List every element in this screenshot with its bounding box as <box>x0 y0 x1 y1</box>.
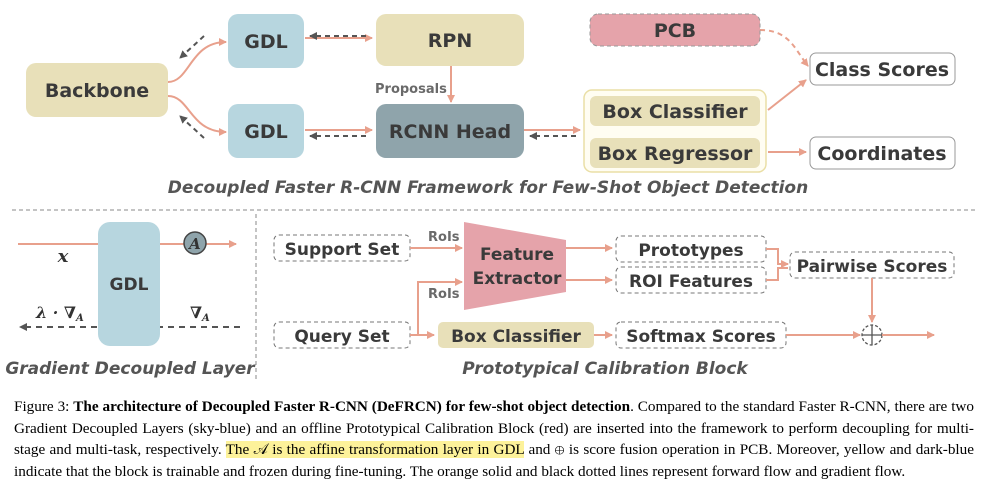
affine-symbol: A <box>187 235 201 253</box>
pcb-box <box>589 13 761 47</box>
grad-right-label: ∇A <box>190 303 210 324</box>
gdl-bottom-label: GDL <box>244 121 287 143</box>
caption-text-1: . Compared to the standard Faster R-CNN,… <box>14 398 974 458</box>
box-regressor-label: Box Regressor <box>598 143 753 165</box>
forward-arrow <box>766 267 788 281</box>
figure-label: Figure 3: <box>14 398 74 415</box>
gdl-layer-label: GDL <box>110 275 149 295</box>
gdl-top-label: GDL <box>244 31 287 53</box>
gradient-arrow <box>179 35 205 59</box>
class-scores-box <box>809 52 956 86</box>
pcb-box-classifier-box <box>438 322 594 348</box>
feature-extractor-label-2: Extractor <box>473 269 562 289</box>
feature-extractor-block <box>464 222 566 310</box>
backbone-box <box>26 63 168 117</box>
caption-highlight: The 𝒜 is the affine transformation layer… <box>225 441 525 458</box>
box-regressor-box <box>590 138 760 168</box>
rois-bottom-label: RoIs <box>428 287 460 302</box>
softmax-scores-label: Softmax Scores <box>626 327 776 347</box>
gradient-arrow <box>179 115 205 139</box>
coordinates-label: Coordinates <box>817 143 946 165</box>
rcnn-head-label: RCNN Head <box>389 121 511 143</box>
backbone-label: Backbone <box>45 80 149 102</box>
rois-top-label: RoIs <box>428 230 460 245</box>
rpn-label: RPN <box>428 30 472 52</box>
pcb-forward-arrow <box>759 29 809 67</box>
x-label: x <box>57 246 69 267</box>
prototypes-label: Prototypes <box>638 241 743 261</box>
feature-extractor-label-1: Feature <box>480 245 554 265</box>
gdl-bottom-box <box>228 104 304 158</box>
caption-text-2: and ⊕ is score fusion operation in PCB. … <box>14 441 974 480</box>
class-scores-label: Class Scores <box>815 59 949 81</box>
rpn-box <box>376 14 524 66</box>
box-classifier-box <box>590 96 760 126</box>
score-fusion-icon <box>861 324 883 346</box>
pcb-box-classifier-label: Box Classifier <box>451 327 581 347</box>
roi-features-label: ROI Features <box>629 272 753 292</box>
affine-node <box>183 231 207 255</box>
pcb-panel-title: Prototypical Calibration Block <box>462 359 749 379</box>
rcnn-head-box <box>376 104 524 158</box>
gdl-top-box <box>228 14 304 68</box>
grad-left-label: λ · ∇A <box>35 303 84 324</box>
query-set-label: Query Set <box>294 327 389 347</box>
forward-arrow <box>766 248 789 268</box>
forward-arrow <box>767 79 807 111</box>
forward-arrow <box>410 278 463 336</box>
framework-title: Decoupled Faster R-CNN Framework for Few… <box>168 178 808 198</box>
figure-caption: Figure 3: The architecture of Decoupled … <box>14 396 974 482</box>
support-set-label: Support Set <box>285 240 400 260</box>
caption-bold-title: The architecture of Decoupled Faster R-C… <box>73 398 631 415</box>
pcb-label: PCB <box>654 20 696 42</box>
gdl-layer-box <box>98 222 160 346</box>
box-classifier-label: Box Classifier <box>602 101 748 123</box>
forward-arrow <box>167 95 227 136</box>
gdl-panel-title: Gradient Decoupled Layer <box>5 359 256 379</box>
forward-arrow <box>167 38 227 83</box>
coordinates-box <box>809 136 956 170</box>
pairwise-scores-label: Pairwise Scores <box>797 257 948 277</box>
proposals-label: Proposals <box>375 82 447 97</box>
